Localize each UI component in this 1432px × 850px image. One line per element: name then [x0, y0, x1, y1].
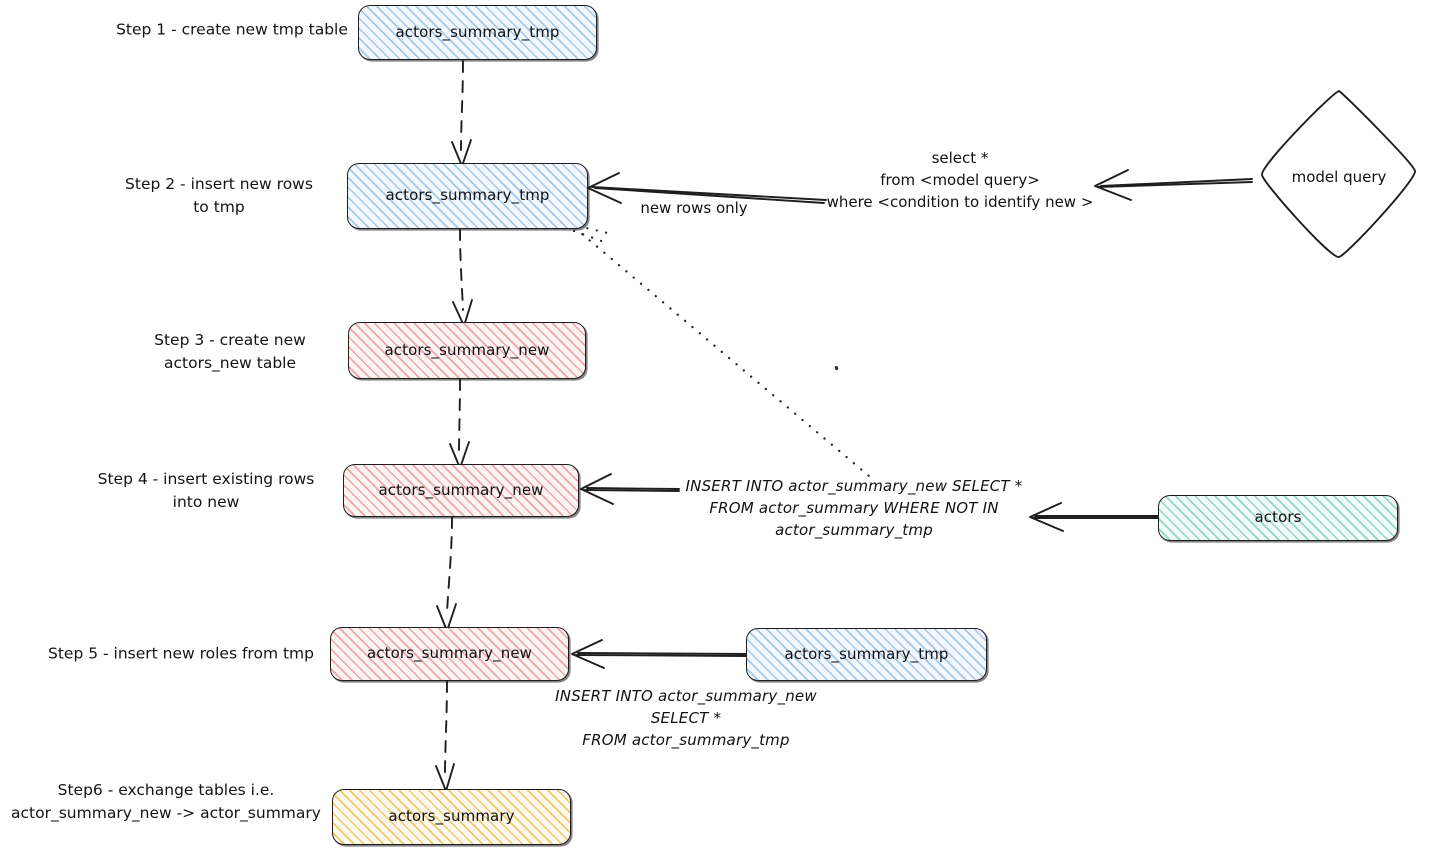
edge-insertsql-to-new4 [580, 473, 680, 505]
node-new5-label: actors_summary_new [366, 644, 533, 663]
caption-step4: Step 4 - insert existing rows into new [97, 469, 315, 511]
annotation-insert-from-tmp-sql: INSERT INTO actor_summary_new SELECT * F… [555, 687, 817, 749]
annotation-insert-existing-sql: INSERT INTO actor_summary_new SELECT * F… [685, 477, 1023, 539]
edge-tmp2-to-new3 [452, 228, 473, 327]
caption-step3: Step 3 - create new actors_new table [154, 330, 306, 372]
node-tmp1-label: actors_summary_tmp [395, 22, 560, 41]
node-tmp1[interactable]: actors_summary_tmp [358, 5, 597, 60]
node-new5[interactable]: actors_summary_new [330, 627, 569, 681]
node-final6-label: actors_summary [388, 807, 515, 826]
caption-step6: Step6 - exchange tables i.e. actor_summa… [11, 780, 321, 822]
node-new4-label: actors_summary_new [378, 480, 544, 499]
edge-model-to-modelsql [1094, 169, 1253, 201]
node-actors-label: actors [1254, 508, 1302, 527]
node-tmp5-label: actors_summary_tmp [784, 644, 949, 663]
node-new3[interactable]: actors_summary_new [348, 322, 586, 379]
ink-speck [834, 365, 839, 371]
edge-new4-to-new5 [436, 516, 457, 632]
annotation-new-rows-only: new rows only [640, 199, 748, 217]
edge-tmp5-to-new5 [571, 639, 747, 669]
caption-step1: Step 1 - create new tmp table [116, 20, 348, 39]
caption-step5: Step 5 - insert new roles from tmp [48, 644, 314, 663]
edge-tmp2-to-insert-note [572, 224, 871, 478]
node-new4[interactable]: actors_summary_new [343, 464, 579, 517]
node-tmp2[interactable]: actors_summary_tmp [347, 163, 588, 229]
node-tmp2-label: actors_summary_tmp [385, 186, 550, 205]
edge-actors-to-insertsql [1029, 502, 1159, 532]
node-actors[interactable]: actors [1158, 495, 1398, 541]
edge-new5-to-final6 [435, 680, 455, 792]
annotation-model-query-sql: select * from <model query> where <condi… [826, 149, 1094, 211]
node-model-query-label: model query [1291, 168, 1387, 186]
caption-step2: Step 2 - insert new rows to tmp [125, 174, 313, 216]
node-final6[interactable]: actors_summary [332, 789, 571, 845]
edge-new3-to-new4 [449, 378, 470, 469]
node-new3-label: actors_summary_new [384, 340, 550, 359]
node-tmp5[interactable]: actors_summary_tmp [746, 628, 987, 681]
edge-tmp1-to-tmp2 [451, 60, 472, 167]
